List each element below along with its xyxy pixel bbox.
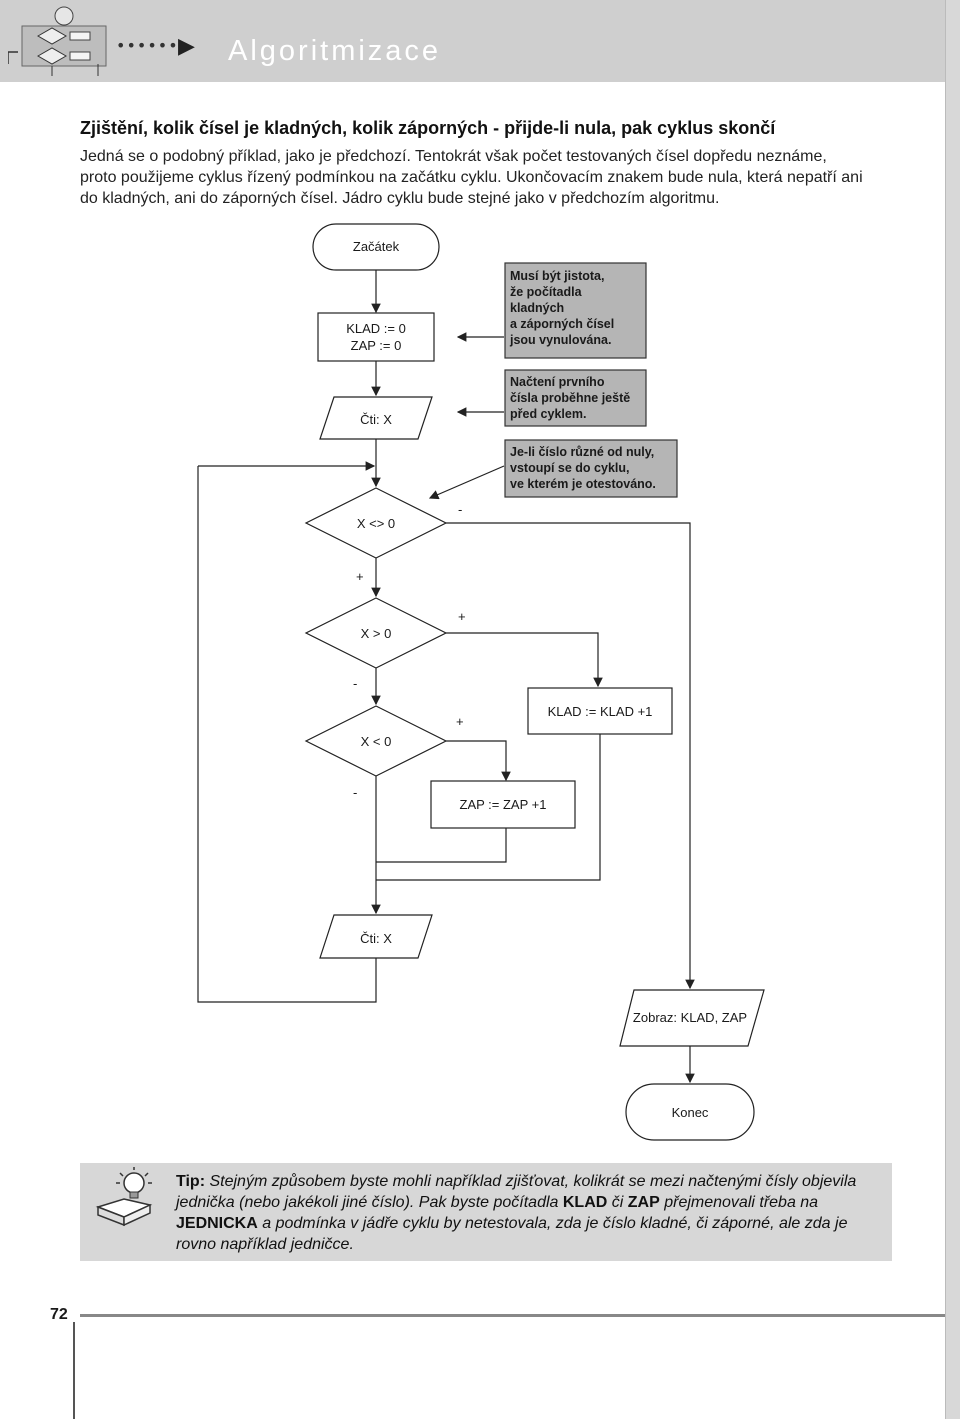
chapter-title: Algoritmizace: [228, 35, 442, 67]
klad-inc-label: KLAD := KLAD +1: [548, 704, 653, 719]
tip-text-part: a podmínka v jádře cyklu by netestovala,…: [176, 1215, 848, 1253]
chapter-logo-icon: [8, 6, 107, 76]
paragraph-line: proto použijeme cyklus řízený podmínkou …: [80, 169, 863, 186]
note-loop-line: ve kterém je otestováno.: [510, 477, 656, 491]
note-init: Musí být jistota, že počítadla kladných …: [504, 262, 647, 359]
paragraph-line: do kladných, ani do záporných čísel. Jád…: [80, 190, 720, 207]
note-first-read: Načtení prvního čísla proběhne ještě pře…: [504, 369, 647, 427]
start-label: Začátek: [353, 239, 400, 254]
note-read-line: Načtení prvního: [510, 375, 605, 389]
note-init-line: a záporných čísel: [510, 317, 614, 331]
read-input-loop-shape: [319, 914, 433, 959]
footer-margin-line: [73, 1322, 75, 1419]
note-init-line: kladných: [510, 301, 564, 315]
header-arrow-icon: ▶: [178, 34, 195, 59]
read-label: Čti: X: [360, 412, 392, 427]
flowchart: Začátek KLAD := 0 ZAP := 0 Čti: X X <> 0…: [197, 223, 765, 1141]
header-dots: ••••••: [116, 36, 179, 55]
branch-minus: -: [353, 676, 357, 691]
tip-text-part: přejmenovali třeba na: [659, 1194, 819, 1211]
init-label-zap: ZAP := 0: [351, 338, 402, 353]
branch-minus: -: [458, 502, 462, 517]
tip-label: Tip:: [176, 1173, 206, 1190]
klad-increment-box: [527, 687, 673, 735]
end-label: Konec: [672, 1105, 709, 1120]
output-shape: [619, 989, 765, 1047]
tip-box: Tip: Stejným způsobem byste mohli napřík…: [80, 1163, 892, 1261]
output-label: Zobraz: KLAD, ZAP: [633, 1010, 747, 1025]
section-heading: Zjištění, kolik čísel je kladných, kolik…: [80, 118, 776, 138]
lightbulb-book-icon: [95, 1167, 153, 1227]
read-input-shape: [319, 396, 433, 440]
tip-text-part: Stejným způsobem byste mohli například z…: [176, 1173, 857, 1211]
zap-increment-box: [430, 780, 576, 829]
tip-text-part: či: [607, 1194, 628, 1211]
branch-minus: -: [353, 785, 357, 800]
paragraph-line: Jedná se o podobný příklad, jako je před…: [80, 148, 827, 165]
zap-inc-label: ZAP := ZAP +1: [460, 797, 547, 812]
note-loop-line: Je-li číslo různé od nuly,: [510, 445, 654, 459]
page-number: 72: [50, 1306, 68, 1323]
cond3-label: X < 0: [361, 734, 392, 749]
tip-text: Tip: Stejným způsobem byste mohli napřík…: [176, 1171, 884, 1255]
note-init-line: jsou vynulována.: [509, 333, 611, 347]
note-read-line: před cyklem.: [510, 407, 586, 421]
note-loop-line: vstoupí se do cyklu,: [510, 461, 629, 475]
page-edge: [945, 0, 960, 1419]
note-init-line: Musí být jistota,: [510, 269, 604, 283]
branch-plus: +: [458, 609, 466, 624]
tip-term-jednicka: JEDNICKA: [176, 1215, 258, 1232]
init-label-klad: KLAD := 0: [346, 321, 406, 336]
branch-plus: +: [456, 714, 464, 729]
cond1-label: X <> 0: [357, 516, 395, 531]
footer-rule: [80, 1314, 945, 1317]
intro-paragraph: Jedná se o podobný příklad, jako je před…: [80, 146, 900, 209]
note-loop-entry: Je-li číslo různé od nuly, vstoupí se do…: [504, 439, 678, 498]
end-terminal: [625, 1083, 755, 1141]
note-init-line: že počítadla: [510, 285, 583, 299]
cond2-label: X > 0: [361, 626, 392, 641]
chapter-header: •••••• ▶ Algoritmizace: [0, 0, 945, 82]
note-read-line: čísla proběhne ještě: [510, 391, 630, 405]
branch-plus: +: [356, 569, 364, 584]
tip-term-klad: KLAD: [562, 1194, 608, 1211]
read2-label: Čti: X: [360, 931, 392, 946]
tip-term-zap: ZAP: [627, 1194, 660, 1211]
